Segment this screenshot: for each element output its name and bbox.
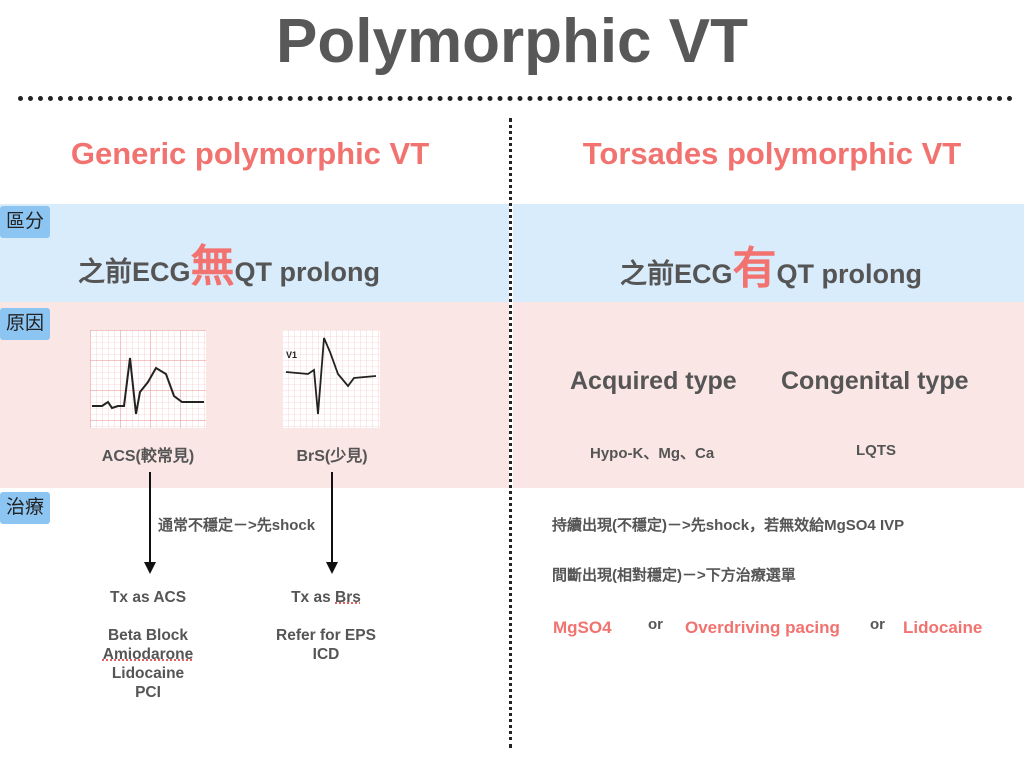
acs-treatment-list: Beta Block Amiodarone Lidocaine PCI <box>68 626 228 702</box>
brs-tx-prefix: Tx as <box>291 589 336 606</box>
acs-treatment-title: Tx as ACS <box>109 589 187 606</box>
option-lidocaine: Lidocaine <box>903 618 983 637</box>
brs-item: Refer for EPS <box>276 627 376 644</box>
tag-distinguish: 區分 <box>0 206 50 238</box>
torsades-qt-post: QT prolong <box>776 259 922 289</box>
unstable-shock-note: 通常不穩定－>先shock <box>158 517 316 534</box>
tag-cause: 原因 <box>0 308 50 340</box>
acquired-detail: Hypo-K、Mg、Ca <box>590 445 715 462</box>
title-divider <box>18 96 1013 101</box>
intermittent-treatment: 間斷出現(相對穩定)－>下方治療選單 <box>552 567 796 584</box>
acs-ecg-image <box>90 330 206 428</box>
brs-treatment-list: Refer for EPS ICD <box>246 626 406 664</box>
ecg-lead-label: V1 <box>286 350 297 360</box>
page-title: Polymorphic VT <box>276 7 748 76</box>
torsades-qt-highlight: 有 <box>732 244 777 293</box>
column-divider <box>509 118 512 748</box>
option-mgso4: MgSO4 <box>553 618 612 637</box>
tag-treatment: 治療 <box>0 492 50 524</box>
brs-item: ICD <box>312 646 340 663</box>
or-separator: or <box>648 616 663 633</box>
generic-qt-pre: 之前ECG <box>78 257 191 287</box>
congenital-type: Congenital type <box>781 367 969 395</box>
acs-arrow-head <box>144 562 156 574</box>
acs-item: Lidocaine <box>111 665 185 682</box>
option-overdriving-pacing: Overdriving pacing <box>685 618 840 637</box>
brs-arrow-head <box>326 562 338 574</box>
generic-qt-highlight: 無 <box>190 242 235 291</box>
acs-arrow-line <box>149 472 151 564</box>
congenital-detail: LQTS <box>856 442 896 459</box>
torsades-qt-pre: 之前ECG <box>620 259 733 289</box>
torsades-vt-heading: Torsades polymorphic VT <box>582 136 962 171</box>
brs-arrow-line <box>331 472 333 564</box>
generic-vt-heading: Generic polymorphic VT <box>70 136 430 171</box>
brs-ecg-image: V1 <box>282 330 380 428</box>
acs-item: Amiodarone <box>102 646 194 663</box>
acs-label: ACS(較常見) <box>101 448 195 465</box>
persistent-treatment: 持續出現(不穩定)－>先shock，若無效給MgSO4 IVP <box>552 517 905 534</box>
acs-item: Beta Block <box>107 627 189 644</box>
generic-qt-post: QT prolong <box>234 257 380 287</box>
brs-label: BrS(少見) <box>296 448 368 465</box>
torsades-qt-text: 之前ECG有QT prolong <box>620 232 922 296</box>
acs-item: PCI <box>135 684 161 701</box>
or-separator: or <box>870 616 885 633</box>
brs-tx-name: Brs <box>335 589 361 606</box>
generic-qt-text: 之前ECG無QT prolong <box>78 230 380 294</box>
brs-treatment-title: Tx as Brs <box>256 588 396 607</box>
acquired-type: Acquired type <box>570 367 737 395</box>
